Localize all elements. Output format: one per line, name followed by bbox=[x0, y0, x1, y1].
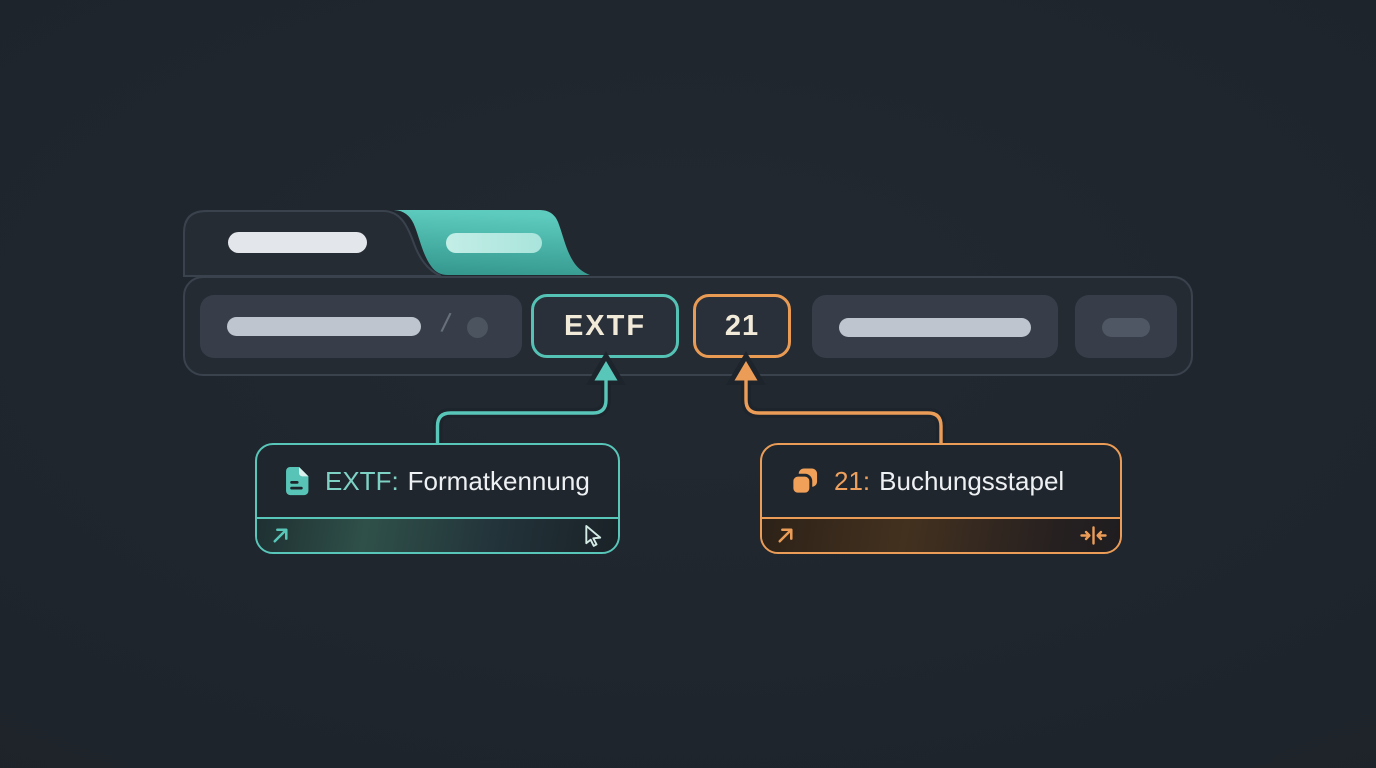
toolbar-field[interactable] bbox=[812, 295, 1058, 358]
arrow-up-right-icon bbox=[778, 528, 793, 543]
format-arrowhead-icon bbox=[594, 361, 618, 381]
path-dot bbox=[467, 317, 488, 338]
converge-icon bbox=[1080, 526, 1107, 545]
format-callout-text: EXTF: Formatkennung bbox=[325, 466, 590, 497]
format-callout: EXTF: Formatkennung bbox=[255, 443, 620, 554]
copy-icon bbox=[790, 467, 818, 496]
batch-token-box[interactable]: 21 bbox=[693, 294, 791, 358]
tab-inactive-title-skeleton bbox=[228, 232, 367, 253]
batch-connector-line bbox=[744, 374, 943, 452]
format-prefix: EXTF: bbox=[325, 465, 399, 496]
batch-arrowhead-icon bbox=[734, 361, 758, 381]
address-field[interactable]: / bbox=[200, 295, 522, 358]
format-connector-line bbox=[435, 374, 608, 452]
toolbar-button-skeleton bbox=[1102, 318, 1150, 337]
batch-callout-text: 21: Buchungsstapel bbox=[834, 466, 1064, 497]
address-text-skeleton bbox=[227, 317, 421, 336]
format-callout-footer bbox=[257, 517, 618, 552]
format-label: Formatkennung bbox=[407, 465, 590, 496]
batch-label: Buchungsstapel bbox=[879, 465, 1065, 496]
batch-callout-footer bbox=[762, 517, 1120, 552]
batch-callout-body: 21: Buchungsstapel bbox=[762, 445, 1120, 517]
toolbar-text-skeleton bbox=[839, 318, 1031, 337]
format-callout-body: EXTF: Formatkennung bbox=[257, 445, 618, 517]
tab-active-title-skeleton bbox=[446, 233, 542, 253]
batch-prefix: 21: bbox=[834, 465, 871, 496]
toolbar-button[interactable] bbox=[1075, 295, 1177, 358]
cursor-icon bbox=[585, 524, 602, 547]
arrow-up-right-icon bbox=[273, 528, 288, 543]
format-token-box[interactable]: EXTF bbox=[531, 294, 679, 358]
file-text-icon bbox=[286, 466, 309, 496]
batch-callout: 21: Buchungsstapel bbox=[760, 443, 1122, 554]
